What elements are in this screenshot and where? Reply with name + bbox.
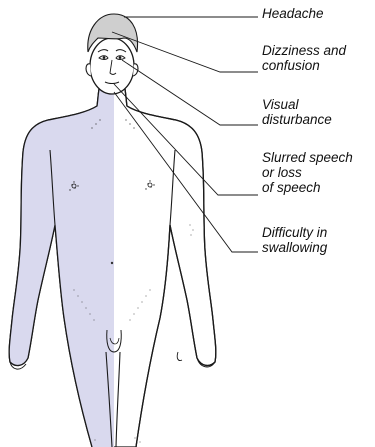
label-visual-disturbance: Visual disturbance	[262, 97, 332, 127]
label-slurred-speech: Slurred speech or loss of speech	[262, 150, 353, 195]
head	[86, 14, 138, 94]
label-swallowing: Difficulty in swallowing	[262, 225, 327, 255]
label-headache: Headache	[262, 6, 324, 21]
label-dizziness: Dizziness and confusion	[262, 43, 346, 73]
